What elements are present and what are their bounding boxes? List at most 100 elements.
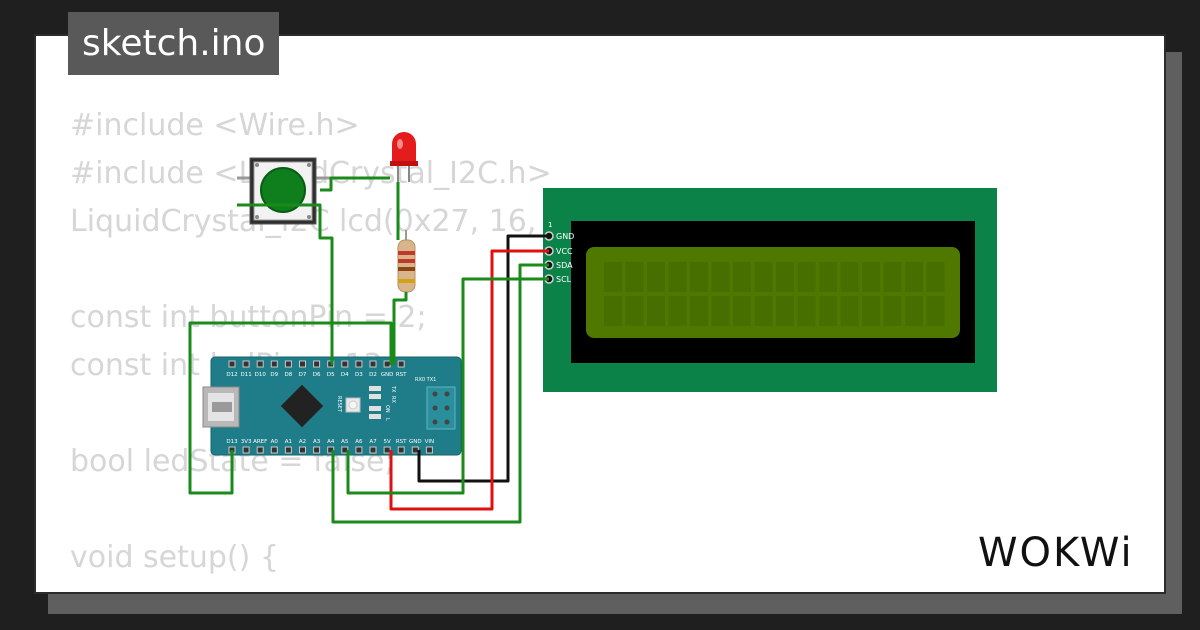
lcd-cell: [840, 262, 859, 292]
lcd-cell: [668, 262, 687, 292]
arduino-pin[interactable]: [299, 360, 306, 368]
wire-vcc[interactable]: [389, 249, 549, 511]
lcd-cell: [711, 262, 730, 292]
led-label: RX: [390, 396, 396, 403]
arduino-pin[interactable]: [369, 446, 377, 454]
status-leds: TX RX ON L: [369, 385, 396, 421]
led-label: ON: [384, 405, 390, 413]
lcd-cell: [625, 262, 644, 292]
lcd-cell: [905, 262, 923, 292]
arduino-pin-label: AREF: [253, 439, 267, 445]
lcd-cell: [776, 296, 794, 326]
code-line: Serial.begin(9600);: [70, 582, 587, 592]
lcd-cell: [905, 296, 923, 326]
lcd-cell: [668, 296, 687, 326]
lcd-cell: [862, 262, 880, 292]
lcd-pin-label: SCL: [556, 275, 572, 284]
led-label: L: [384, 418, 390, 421]
wire-resistor-gnd[interactable]: [392, 292, 408, 365]
arduino-pin-label: RST: [396, 372, 407, 378]
arduino-pin[interactable]: [397, 360, 405, 368]
file-title-tab[interactable]: sketch.ino: [68, 12, 280, 75]
arduino-pin-label: D2: [369, 372, 377, 378]
wire-sda[interactable]: [331, 263, 549, 524]
lcd-cell: [625, 296, 644, 326]
arduino-pin[interactable]: [242, 446, 250, 454]
led-label: TX: [390, 385, 396, 393]
lcd-cell: [776, 262, 794, 292]
wokwi-logo: WOKWi: [978, 530, 1134, 576]
arduino-pin-label: A1: [285, 439, 292, 445]
arduino-pin-label: A3: [313, 439, 321, 445]
code-block: #include <Wire.h>#include <LiquidCrystal…: [70, 102, 587, 592]
lcd-cell: [690, 296, 708, 326]
arduino-pin[interactable]: [383, 360, 391, 368]
code-line: const int buttonPin = 2;: [70, 300, 427, 335]
lcd-cell: [819, 262, 837, 292]
chip-icon: [280, 384, 324, 428]
serial-label: RX0 TX1: [415, 377, 436, 383]
lcd-cell: [797, 296, 816, 326]
arduino-pin-label: D3: [355, 372, 363, 378]
arduino-pin-label: D13: [226, 439, 238, 445]
lcd-cell: [711, 296, 730, 326]
arduino-pin-label: A2: [299, 439, 306, 445]
arduino-pin[interactable]: [341, 360, 349, 368]
lcd-cell: [647, 262, 665, 292]
wires: [188, 176, 549, 524]
lcd-cell: [862, 296, 880, 326]
wire-scl[interactable]: [346, 277, 549, 495]
arduino-pin[interactable]: [355, 446, 363, 454]
arduino-pin[interactable]: [270, 446, 278, 454]
arduino-pin[interactable]: [299, 446, 306, 454]
lcd-pin-label: SDA: [556, 261, 573, 270]
lcd-cell: [733, 296, 751, 326]
reset-button[interactable]: [345, 397, 361, 413]
arduino-pin[interactable]: [256, 360, 264, 368]
lcd-cell: [819, 296, 837, 326]
arduino-pin-label: D4: [341, 372, 349, 378]
wire-gnd[interactable]: [417, 234, 549, 483]
lcd-pin-label: VCC: [556, 247, 573, 256]
arduino-pin[interactable]: [242, 360, 250, 368]
led-icon[interactable]: [390, 132, 418, 182]
arduino-pin[interactable]: [425, 446, 433, 454]
arduino-pin[interactable]: [284, 446, 292, 454]
resistor-icon[interactable]: [397, 230, 416, 300]
arduino-pin[interactable]: [228, 360, 236, 368]
arduino-pin-label: D7: [299, 372, 307, 378]
arduino-pin-label: 5V: [383, 439, 390, 445]
arduino-pin[interactable]: [270, 360, 278, 368]
arduino-pin-label: D11: [240, 372, 251, 378]
reset-label: RESET: [336, 396, 342, 413]
arduino-pin[interactable]: [256, 446, 264, 454]
arduino-pin[interactable]: [383, 446, 391, 454]
arduino-pin[interactable]: [397, 446, 405, 454]
arduino-pin-label: VIN: [425, 439, 435, 445]
usb-connector-icon: [202, 386, 240, 428]
arduino-pin-label: RST: [396, 439, 407, 445]
lcd-cell: [797, 262, 816, 292]
arduino-pin[interactable]: [313, 360, 321, 368]
pushbutton-icon[interactable]: [237, 157, 331, 225]
brand-text: WOKWi: [978, 530, 1134, 576]
lcd-cell: [604, 296, 622, 326]
lcd-module[interactable]: 1 GND VCC SDA SCL: [543, 188, 997, 392]
arduino-pin[interactable]: [369, 360, 377, 368]
lcd-pin-label: 1: [548, 221, 552, 229]
arduino-pin[interactable]: [284, 360, 292, 368]
arduino-pin[interactable]: [355, 360, 363, 368]
arduino-pin-label: D6: [313, 372, 321, 378]
wire-button-d2[interactable]: [237, 203, 334, 365]
wire-button-gnd[interactable]: [320, 176, 390, 192]
lcd-cell: [647, 296, 665, 326]
lcd-cell: [754, 296, 773, 326]
wire-d13[interactable]: [188, 321, 393, 495]
arduino-pin[interactable]: [411, 446, 419, 454]
lcd-cell: [733, 262, 751, 292]
code-line: #include <Wire.h>: [70, 108, 360, 143]
arduino-pin[interactable]: [313, 446, 321, 454]
lcd-cell: [883, 296, 902, 326]
